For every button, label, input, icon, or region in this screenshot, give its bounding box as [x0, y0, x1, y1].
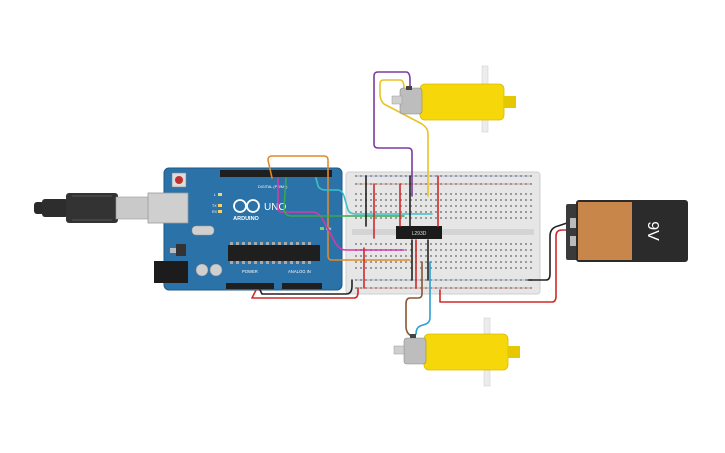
wire-purple-top: [373, 71, 413, 197]
wire-black-battery: [527, 221, 571, 281]
chip-label: L293D: [412, 231, 427, 237]
digital-label: DIGITAL (PWM~): [258, 185, 288, 189]
usb-port: [147, 192, 189, 224]
wire-black-arduino: [259, 279, 353, 295]
wire-green: [283, 177, 405, 217]
wire-red-battery: [439, 229, 575, 303]
battery-cap: [578, 202, 632, 260]
wire-red-arduino: [251, 287, 359, 299]
breadboard[interactable]: [345, 171, 541, 295]
arduino-model-label: UNO: [264, 202, 286, 213]
tx-led-label: TX: [212, 204, 217, 208]
wires: [251, 71, 575, 337]
on-led-label: ON: [326, 227, 332, 231]
arduino-uno-board[interactable]: ARDUINO UNO DIGITAL (PWM~) POWER ANALOG …: [147, 167, 343, 291]
battery-9v[interactable]: 9V: [566, 200, 688, 262]
usb-cable: [34, 193, 151, 223]
l293d-chip[interactable]: L293D: [396, 226, 442, 239]
dc-motor-top[interactable]: [391, 65, 516, 133]
atmega-chip: [228, 245, 320, 261]
power-header: [226, 283, 274, 289]
arduino-brand-label: ARDUINO: [233, 216, 259, 222]
l-led-label: L: [214, 193, 216, 197]
wire-orange: [267, 155, 411, 261]
dc-motor-bottom[interactable]: [393, 317, 520, 387]
power-label: POWER: [242, 269, 258, 274]
wire-magenta: [277, 177, 405, 251]
wire-blue-bottom: [415, 261, 431, 335]
analog-header: [282, 283, 322, 289]
digital-header: [220, 170, 332, 177]
breadboard-holes: [355, 175, 532, 289]
wire-brown-bottom: [405, 261, 423, 337]
analog-label: ANALOG IN: [288, 269, 311, 274]
wire-yellow-top: [379, 79, 429, 197]
rx-led-label: RX: [212, 210, 218, 214]
power-jack: [154, 261, 188, 283]
arduino-logo-icon: [233, 199, 260, 213]
wire-teal: [315, 177, 433, 215]
battery-label: 9V: [644, 221, 661, 241]
